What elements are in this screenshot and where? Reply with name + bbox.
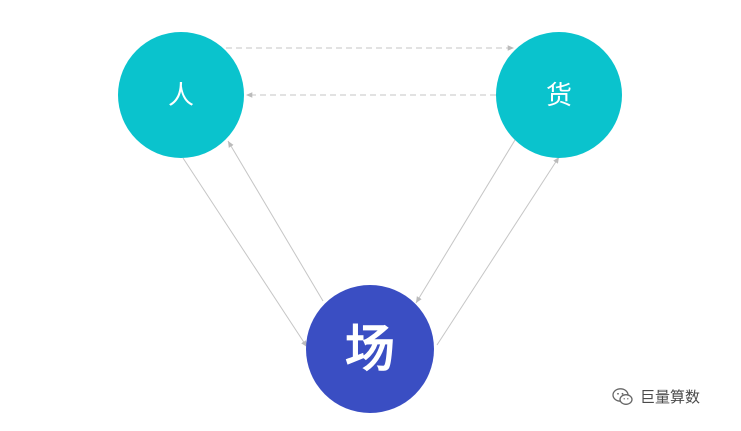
node-people-label: 人 — [168, 81, 194, 111]
arrow-place-to-people — [227, 140, 324, 302]
arrow-people-to-place — [182, 157, 308, 348]
wechat-logo-icon — [612, 387, 633, 405]
node-place — [306, 285, 434, 413]
node-goods — [496, 32, 622, 158]
watermark: 巨量算数 — [612, 386, 700, 407]
arrow-goods-to-place — [415, 139, 516, 304]
node-people — [118, 32, 244, 158]
arrow-place-to-goods — [436, 156, 560, 346]
node-goods-label: 货 — [546, 81, 572, 111]
watermark-text: 巨量算数 — [640, 388, 701, 406]
node-place-label: 场 — [345, 320, 395, 378]
